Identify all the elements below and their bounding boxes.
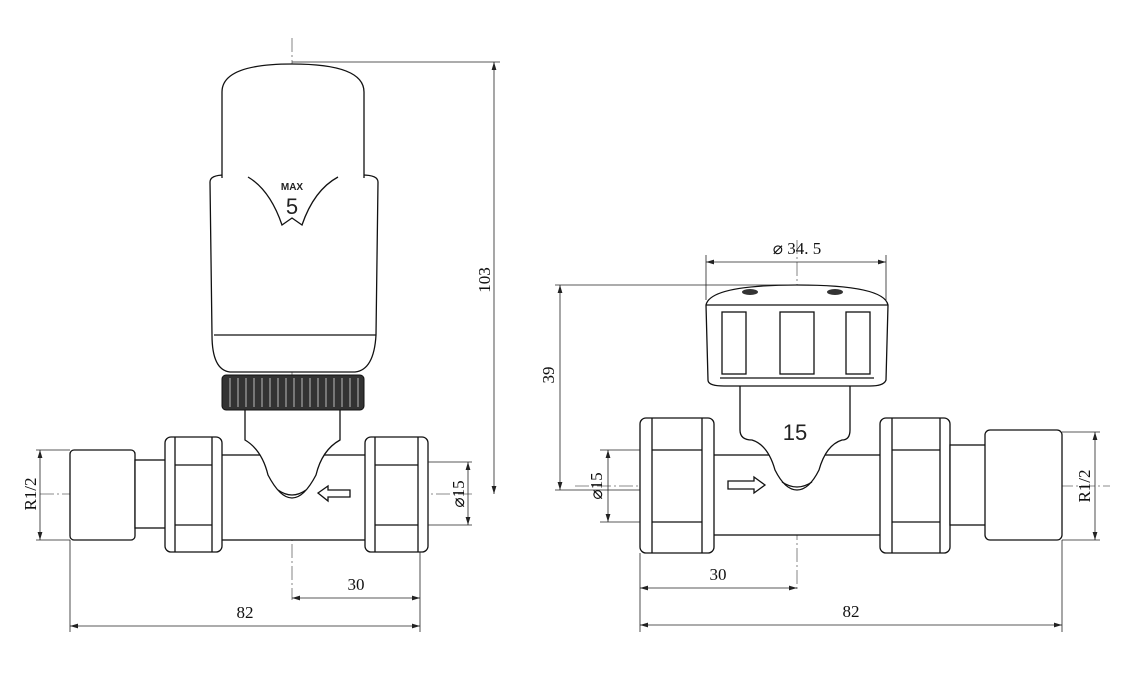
cap-flute: [721, 311, 747, 375]
valve-neck: [244, 407, 341, 499]
lockshield-cap: [705, 284, 889, 387]
left-thermostatic-valve: MAX 5 103 ⌀15 R1/2 30 82: [21, 38, 500, 632]
length-label: 82: [843, 602, 860, 621]
cap-flute: [845, 311, 871, 375]
length-label: 82: [237, 603, 254, 622]
pipe-diameter-label: ⌀15: [587, 472, 606, 499]
height-label: 103: [475, 267, 494, 293]
valve-neck: [739, 382, 851, 491]
flow-arrow-icon: [727, 475, 767, 495]
setting-indicator: [247, 176, 339, 227]
right-lockshield-valve: 15 ⌀ 34. 5 39 ⌀15 R1/2: [539, 239, 1110, 632]
body-marking: 15: [783, 420, 807, 445]
tail-piece: [984, 429, 1063, 541]
height-label: 39: [539, 367, 558, 384]
offset-label: 30: [710, 565, 727, 584]
cap-diameter-label: ⌀ 34. 5: [773, 239, 822, 258]
knurled-ring: [221, 374, 365, 411]
offset-label: 30: [348, 575, 365, 594]
tail-piece: [69, 449, 136, 541]
thread-label: R1/2: [1075, 469, 1094, 502]
thermostatic-cap: [221, 63, 365, 178]
setting-number: 5: [286, 194, 298, 219]
tail-collar: [134, 459, 168, 529]
left-compression-nut: [639, 417, 715, 554]
left-compression-nut: [164, 436, 223, 553]
right-compression-nut: [364, 436, 429, 553]
cap-flute: [779, 311, 815, 375]
max-label: MAX: [281, 182, 304, 193]
thread-label: R1/2: [21, 477, 40, 510]
tail-collar: [949, 444, 987, 526]
flow-arrow-icon: [316, 484, 351, 503]
pipe-diameter-label: ⌀15: [449, 480, 468, 507]
